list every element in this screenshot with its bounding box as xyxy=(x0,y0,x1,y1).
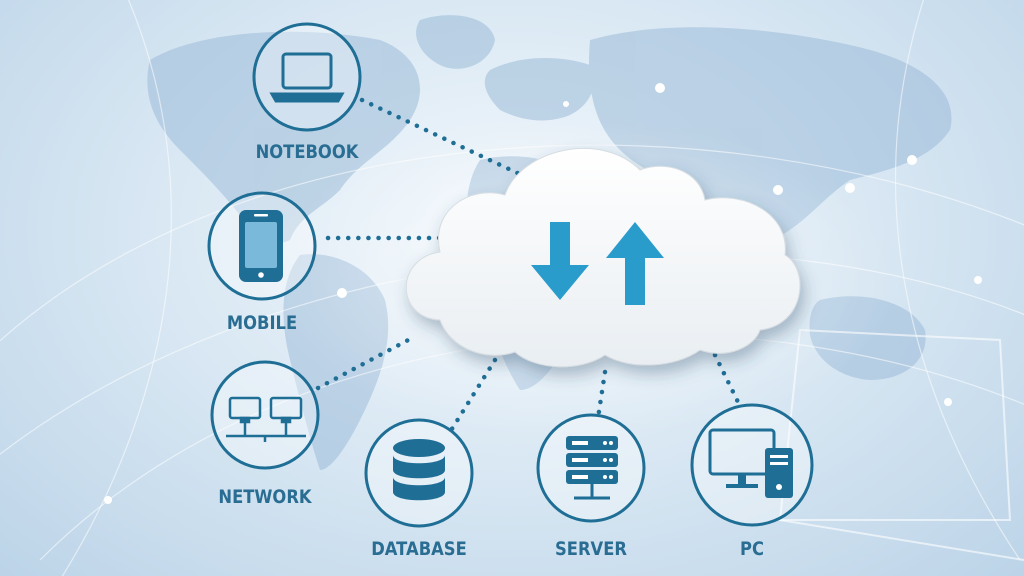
connector-server xyxy=(595,369,608,421)
laptop-icon xyxy=(269,52,345,103)
label-mobile: MOBILE xyxy=(226,312,298,334)
desktop-pc-icon xyxy=(708,428,793,498)
node-server xyxy=(536,413,646,523)
label-pc: PC xyxy=(740,538,764,560)
cloud-hub xyxy=(405,148,801,368)
label-database: DATABASE xyxy=(371,538,467,560)
node-pc xyxy=(690,403,814,527)
cloud-upload-download-icon xyxy=(531,222,664,305)
connector-notebook xyxy=(359,97,531,181)
node-notebook xyxy=(252,22,362,132)
connector-database xyxy=(447,357,498,435)
node-database xyxy=(364,418,474,528)
upload-arrow-icon xyxy=(606,222,664,305)
network-icon xyxy=(226,396,306,442)
label-network: NETWORK xyxy=(218,486,312,508)
connector-pc xyxy=(712,352,741,405)
download-arrow-icon xyxy=(531,222,589,300)
smartphone-icon xyxy=(239,210,283,282)
node-mobile xyxy=(207,191,317,301)
server-icon xyxy=(566,436,618,500)
label-notebook: NOTEBOOK xyxy=(255,141,359,163)
connector-network xyxy=(315,335,415,391)
label-server: SERVER xyxy=(555,538,627,560)
node-network xyxy=(210,360,320,470)
database-icon xyxy=(393,439,445,501)
connector-lines xyxy=(315,97,741,435)
